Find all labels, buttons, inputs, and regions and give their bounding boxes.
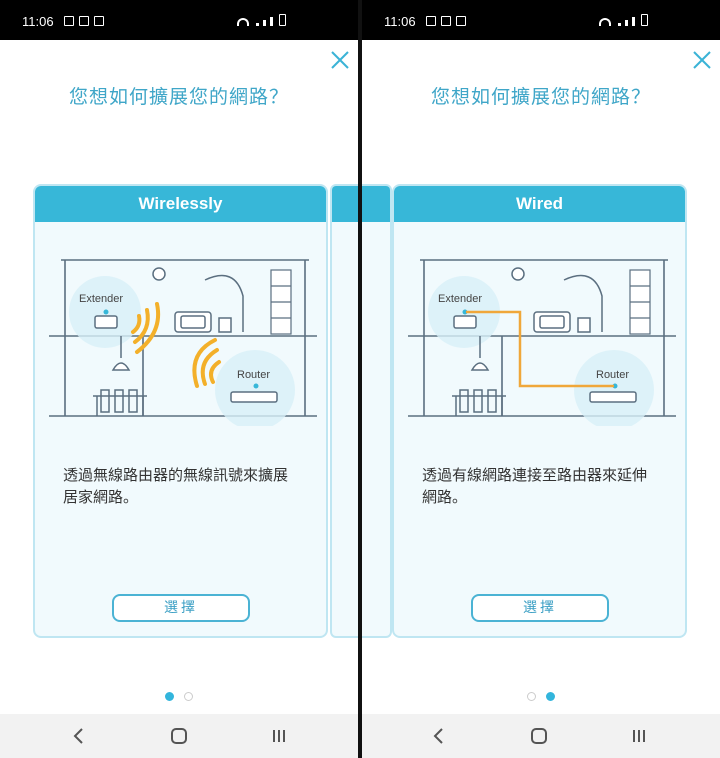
page-dot-2[interactable]: [546, 692, 555, 701]
navigation-bar: [362, 714, 720, 758]
status-bar: 11:06: [362, 0, 720, 40]
page-dot-2[interactable]: [184, 692, 193, 701]
app-icon: [94, 16, 104, 26]
phone-screen-wired: 11:06 您想如何擴展您的網路？ Wired: [362, 0, 720, 758]
close-icon[interactable]: [328, 48, 352, 72]
sofa-icon: [174, 311, 212, 333]
extender-label: Extender: [438, 293, 482, 305]
phone-screen-wireless: 11:06 您想如何擴展您的網路？ Wirelessly: [0, 0, 358, 758]
page-indicator: [0, 692, 358, 701]
back-icon[interactable]: [68, 725, 90, 747]
ethernet-cable: [466, 310, 614, 388]
signal-icon: [632, 17, 635, 26]
bookshelf-icon: [629, 269, 651, 335]
page-dot-1[interactable]: [165, 692, 174, 701]
select-button[interactable]: 選擇: [112, 594, 250, 622]
next-card-peek[interactable]: [330, 184, 358, 638]
page-indicator: [362, 692, 720, 701]
router-device: [230, 391, 278, 403]
clock-icon: [152, 267, 166, 281]
app-icon: [456, 16, 466, 26]
card-header: Wirelessly: [35, 186, 326, 222]
home-icon[interactable]: [168, 725, 190, 747]
navigation-bar: [0, 714, 358, 758]
dining-table-icon: [93, 389, 147, 416]
wifi-icon: [599, 18, 611, 26]
notification-icons: [64, 16, 104, 26]
router-device: [589, 391, 637, 403]
status-bar: 11:06: [0, 0, 358, 40]
status-time: 11:06: [384, 14, 416, 29]
system-icons: [237, 14, 286, 26]
clock-icon: [511, 267, 525, 281]
floor-lamp-icon: [204, 274, 244, 332]
notification-icons: [426, 16, 466, 26]
signal-icon: [256, 23, 259, 26]
router-label: Router: [237, 369, 270, 381]
extender-device: [94, 315, 118, 329]
signal-icon: [270, 17, 273, 26]
select-button[interactable]: 選擇: [471, 594, 609, 622]
sofa-icon: [533, 311, 571, 333]
page-title: 您想如何擴展您的網路？: [68, 86, 289, 108]
page-title: 您想如何擴展您的網路？: [430, 86, 651, 108]
bookshelf-icon: [270, 269, 292, 335]
gallery-icon: [426, 16, 436, 26]
close-icon[interactable]: [690, 48, 714, 72]
pendant-lamp-icon: [470, 336, 490, 371]
home-icon[interactable]: [528, 725, 550, 747]
check-icon: [79, 16, 89, 26]
recents-icon[interactable]: [268, 725, 290, 747]
battery-icon: [279, 14, 286, 26]
previous-card-peek-header: [362, 186, 390, 222]
card-header: Wired: [394, 186, 685, 222]
house-illustration: Extender Router: [49, 259, 317, 426]
pendant-lamp-icon: [111, 336, 131, 371]
recents-icon[interactable]: [628, 725, 650, 747]
extender-device: [453, 315, 477, 329]
dining-table-icon: [452, 389, 506, 416]
wired-option-card[interactable]: Wired Extender Router: [392, 184, 687, 638]
wireless-option-card[interactable]: Wirelessly Extender Router: [33, 184, 328, 638]
extender-label: Extender: [79, 293, 123, 305]
back-icon[interactable]: [428, 725, 450, 747]
router-label: Router: [596, 369, 629, 381]
signal-icon: [618, 23, 621, 26]
screen-divider: [358, 0, 362, 758]
page-dot-1[interactable]: [527, 692, 536, 701]
battery-icon: [641, 14, 648, 26]
check-icon: [441, 16, 451, 26]
status-time: 11:06: [22, 14, 54, 29]
card-description: 透過有線網路連接至路由器來延伸網路。: [422, 466, 648, 506]
floor-lamp-icon: [563, 274, 603, 332]
gallery-icon: [64, 16, 74, 26]
card-description: 透過無線路由器的無線訊號來擴展居家網路。: [63, 466, 289, 506]
signal-icon: [625, 20, 628, 26]
next-card-peek-header: [332, 186, 358, 222]
house-illustration: Extender Router: [408, 259, 676, 426]
wireless-signal-waves: [131, 302, 221, 388]
system-icons: [599, 14, 648, 26]
signal-icon: [263, 20, 266, 26]
previous-card-peek[interactable]: [362, 184, 392, 638]
wifi-icon: [237, 18, 249, 26]
